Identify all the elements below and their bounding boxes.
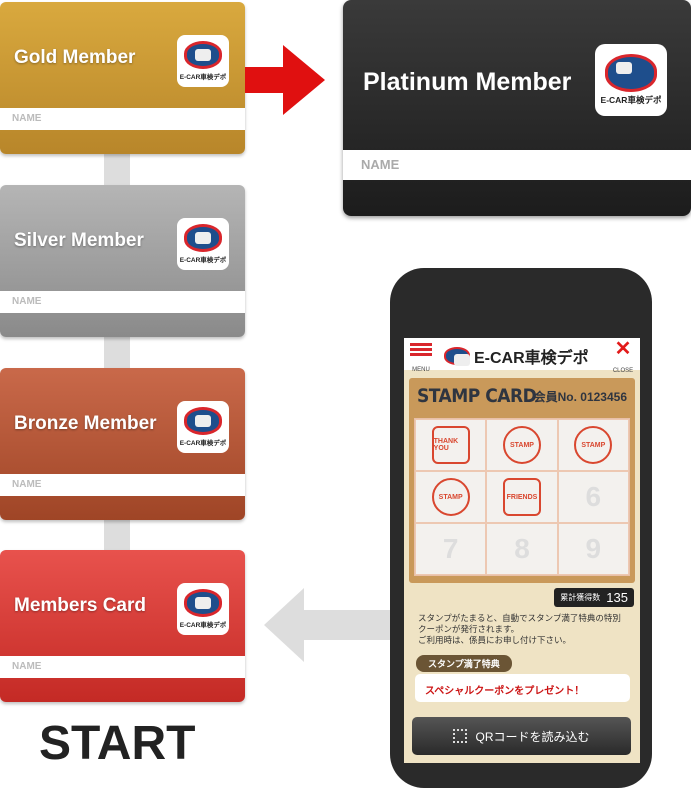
card-title: Silver Member [14, 230, 144, 251]
phone-screen: MENU E-CAR車検デポ ✕CLOSE STAMP CARD 会員No. 0… [404, 338, 640, 763]
connector [104, 520, 130, 551]
start-label: START [39, 717, 196, 770]
name-field: NAME [0, 474, 245, 496]
stamp-icon: STAMP [502, 426, 541, 464]
stamp-card-title: STAMP CARD [417, 385, 537, 407]
gray-arrow-icon [264, 588, 390, 662]
stamp-cell: 7 [415, 523, 487, 575]
connector [104, 153, 130, 186]
name-field: NAME [0, 108, 245, 130]
bronze-member-card: Bronze Member E-CAR車検デポ NAME [0, 368, 245, 520]
card-title: Gold Member [14, 47, 136, 68]
close-icon: ✕ [614, 338, 632, 360]
stamp-cell: STAMP [486, 419, 558, 471]
card-title: Platinum Member [363, 68, 572, 96]
platinum-member-card: Platinum Member E-CAR車検デポ NAME [343, 0, 691, 216]
thank-you-stamp-icon: THANK YOU [431, 426, 470, 464]
ecar-logo-icon [444, 347, 470, 366]
red-arrow-icon [245, 45, 325, 115]
stamp-card: STAMP CARD 会員No. 0123456 THANK YOU STAMP… [409, 378, 635, 583]
name-field: NAME [0, 291, 245, 313]
stamp-cell: 9 [557, 523, 629, 575]
stamp-icon: STAMP [574, 426, 613, 464]
app-header: MENU E-CAR車検デポ ✕CLOSE [404, 338, 640, 374]
gold-member-card: Gold Member E-CAR車検デポ NAME [0, 2, 245, 154]
card-title: Bronze Member [14, 413, 157, 434]
brand-logo: E-CAR車検デポ [444, 344, 589, 368]
stamp-icon: STAMP [431, 478, 470, 516]
stamp-cell: FRIENDS [486, 471, 558, 523]
ecar-logo-icon: E-CAR車検デポ [177, 583, 229, 635]
card-title: Members Card [14, 595, 146, 616]
friends-stamp-icon: FRIENDS [502, 478, 541, 516]
reward-badge: スタンプ満了特典 [416, 655, 512, 672]
name-field: NAME [343, 150, 691, 180]
stamp-cell: THANK YOU [415, 419, 487, 471]
stamp-grid: THANK YOU STAMP STAMP STAMP FRIENDS 6 7 … [414, 418, 630, 576]
ecar-logo-icon: E-CAR車検デポ [177, 35, 229, 87]
stamp-cell: STAMP [557, 419, 629, 471]
description: スタンプがたまると、自動でスタンプ満了特典の特別クーポンが発行されます。ご利用時… [418, 613, 621, 645]
qr-code-icon [453, 729, 468, 743]
members-card: Members Card E-CAR車検デポ NAME [0, 550, 245, 702]
ecar-logo-icon: E-CAR車検デポ [177, 218, 229, 270]
qr-scan-button[interactable]: QRコードを読み込む [412, 717, 631, 755]
ecar-logo-icon: E-CAR車検デポ [595, 44, 667, 116]
close-button[interactable]: ✕CLOSE [610, 339, 636, 377]
stamp-cell: STAMP [415, 471, 487, 523]
menu-button[interactable]: MENU [409, 341, 433, 376]
ecar-logo-icon: E-CAR車検デポ [177, 401, 229, 453]
coupon-box: スペシャルクーポンをプレゼント！ [415, 674, 630, 702]
member-number: 会員No. 0123456 [533, 390, 627, 404]
name-field: NAME [0, 656, 245, 678]
connector [104, 337, 130, 369]
silver-member-card: Silver Member E-CAR車検デポ NAME [0, 185, 245, 337]
stamp-cell: 8 [486, 523, 558, 575]
stamp-cell: 6 [557, 471, 629, 523]
